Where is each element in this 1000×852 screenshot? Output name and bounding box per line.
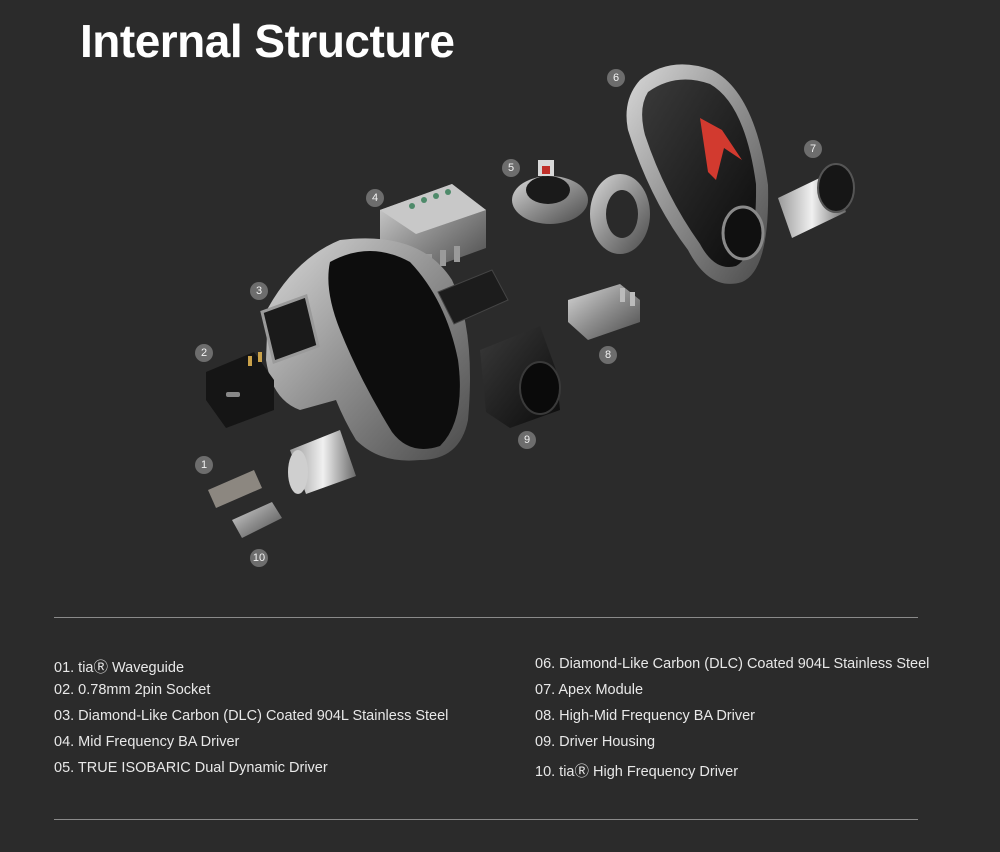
page-title: Internal Structure [80,15,455,67]
legend-item-7: 07. Apex Module [535,682,644,698]
part-5-dynamic-driver [512,160,650,254]
part-10-high-frequency-driver [232,502,282,538]
divider-bottom [54,819,918,820]
part-6-faceplate [626,64,769,284]
legend-item-4: 04. Mid Frequency BA Driver [54,734,240,750]
part-7-apex-module [778,163,855,238]
marker-9: 9 [518,431,536,449]
part-9-driver-housing [480,326,561,428]
marker-8: 8 [599,346,617,364]
legend-item-3: 03. Diamond-Like Carbon (DLC) Coated 904… [54,708,449,724]
marker-6: 6 [607,69,625,87]
parts-legend: 01. tiaⓇ Waveguide 02. 0.78mm 2pin Socke… [54,656,934,786]
marker-5: 5 [502,159,520,177]
marker-7: 7 [804,140,822,158]
marker-4: 4 [366,189,384,207]
sound-tube [437,269,509,325]
legend-item-5: 05. TRUE ISOBARIC Dual Dynamic Driver [54,760,328,776]
marker-2: 2 [195,344,213,362]
legend-item-6: 06. Diamond-Like Carbon (DLC) Coated 904… [535,656,930,672]
divider-top [54,617,918,618]
part-2-2pin-socket [206,352,274,428]
marker-10: 10 [250,549,268,567]
exploded-view-illustration [206,64,855,538]
legend-item-10: 10. tiaⓇ High Frequency Driver [535,764,739,780]
marker-1: 1 [195,456,213,474]
marker-3: 3 [250,282,268,300]
legend-item-2: 02. 0.78mm 2pin Socket [54,682,211,698]
legend-item-8: 08. High-Mid Frequency BA Driver [535,708,755,724]
legend-item-9: 09. Driver Housing [535,734,656,750]
part-1-waveguide [208,470,262,508]
part-3-shell [260,238,470,494]
part-8-high-mid-ba-driver [568,284,640,340]
legend-item-1: 01. tiaⓇ Waveguide [54,660,185,676]
